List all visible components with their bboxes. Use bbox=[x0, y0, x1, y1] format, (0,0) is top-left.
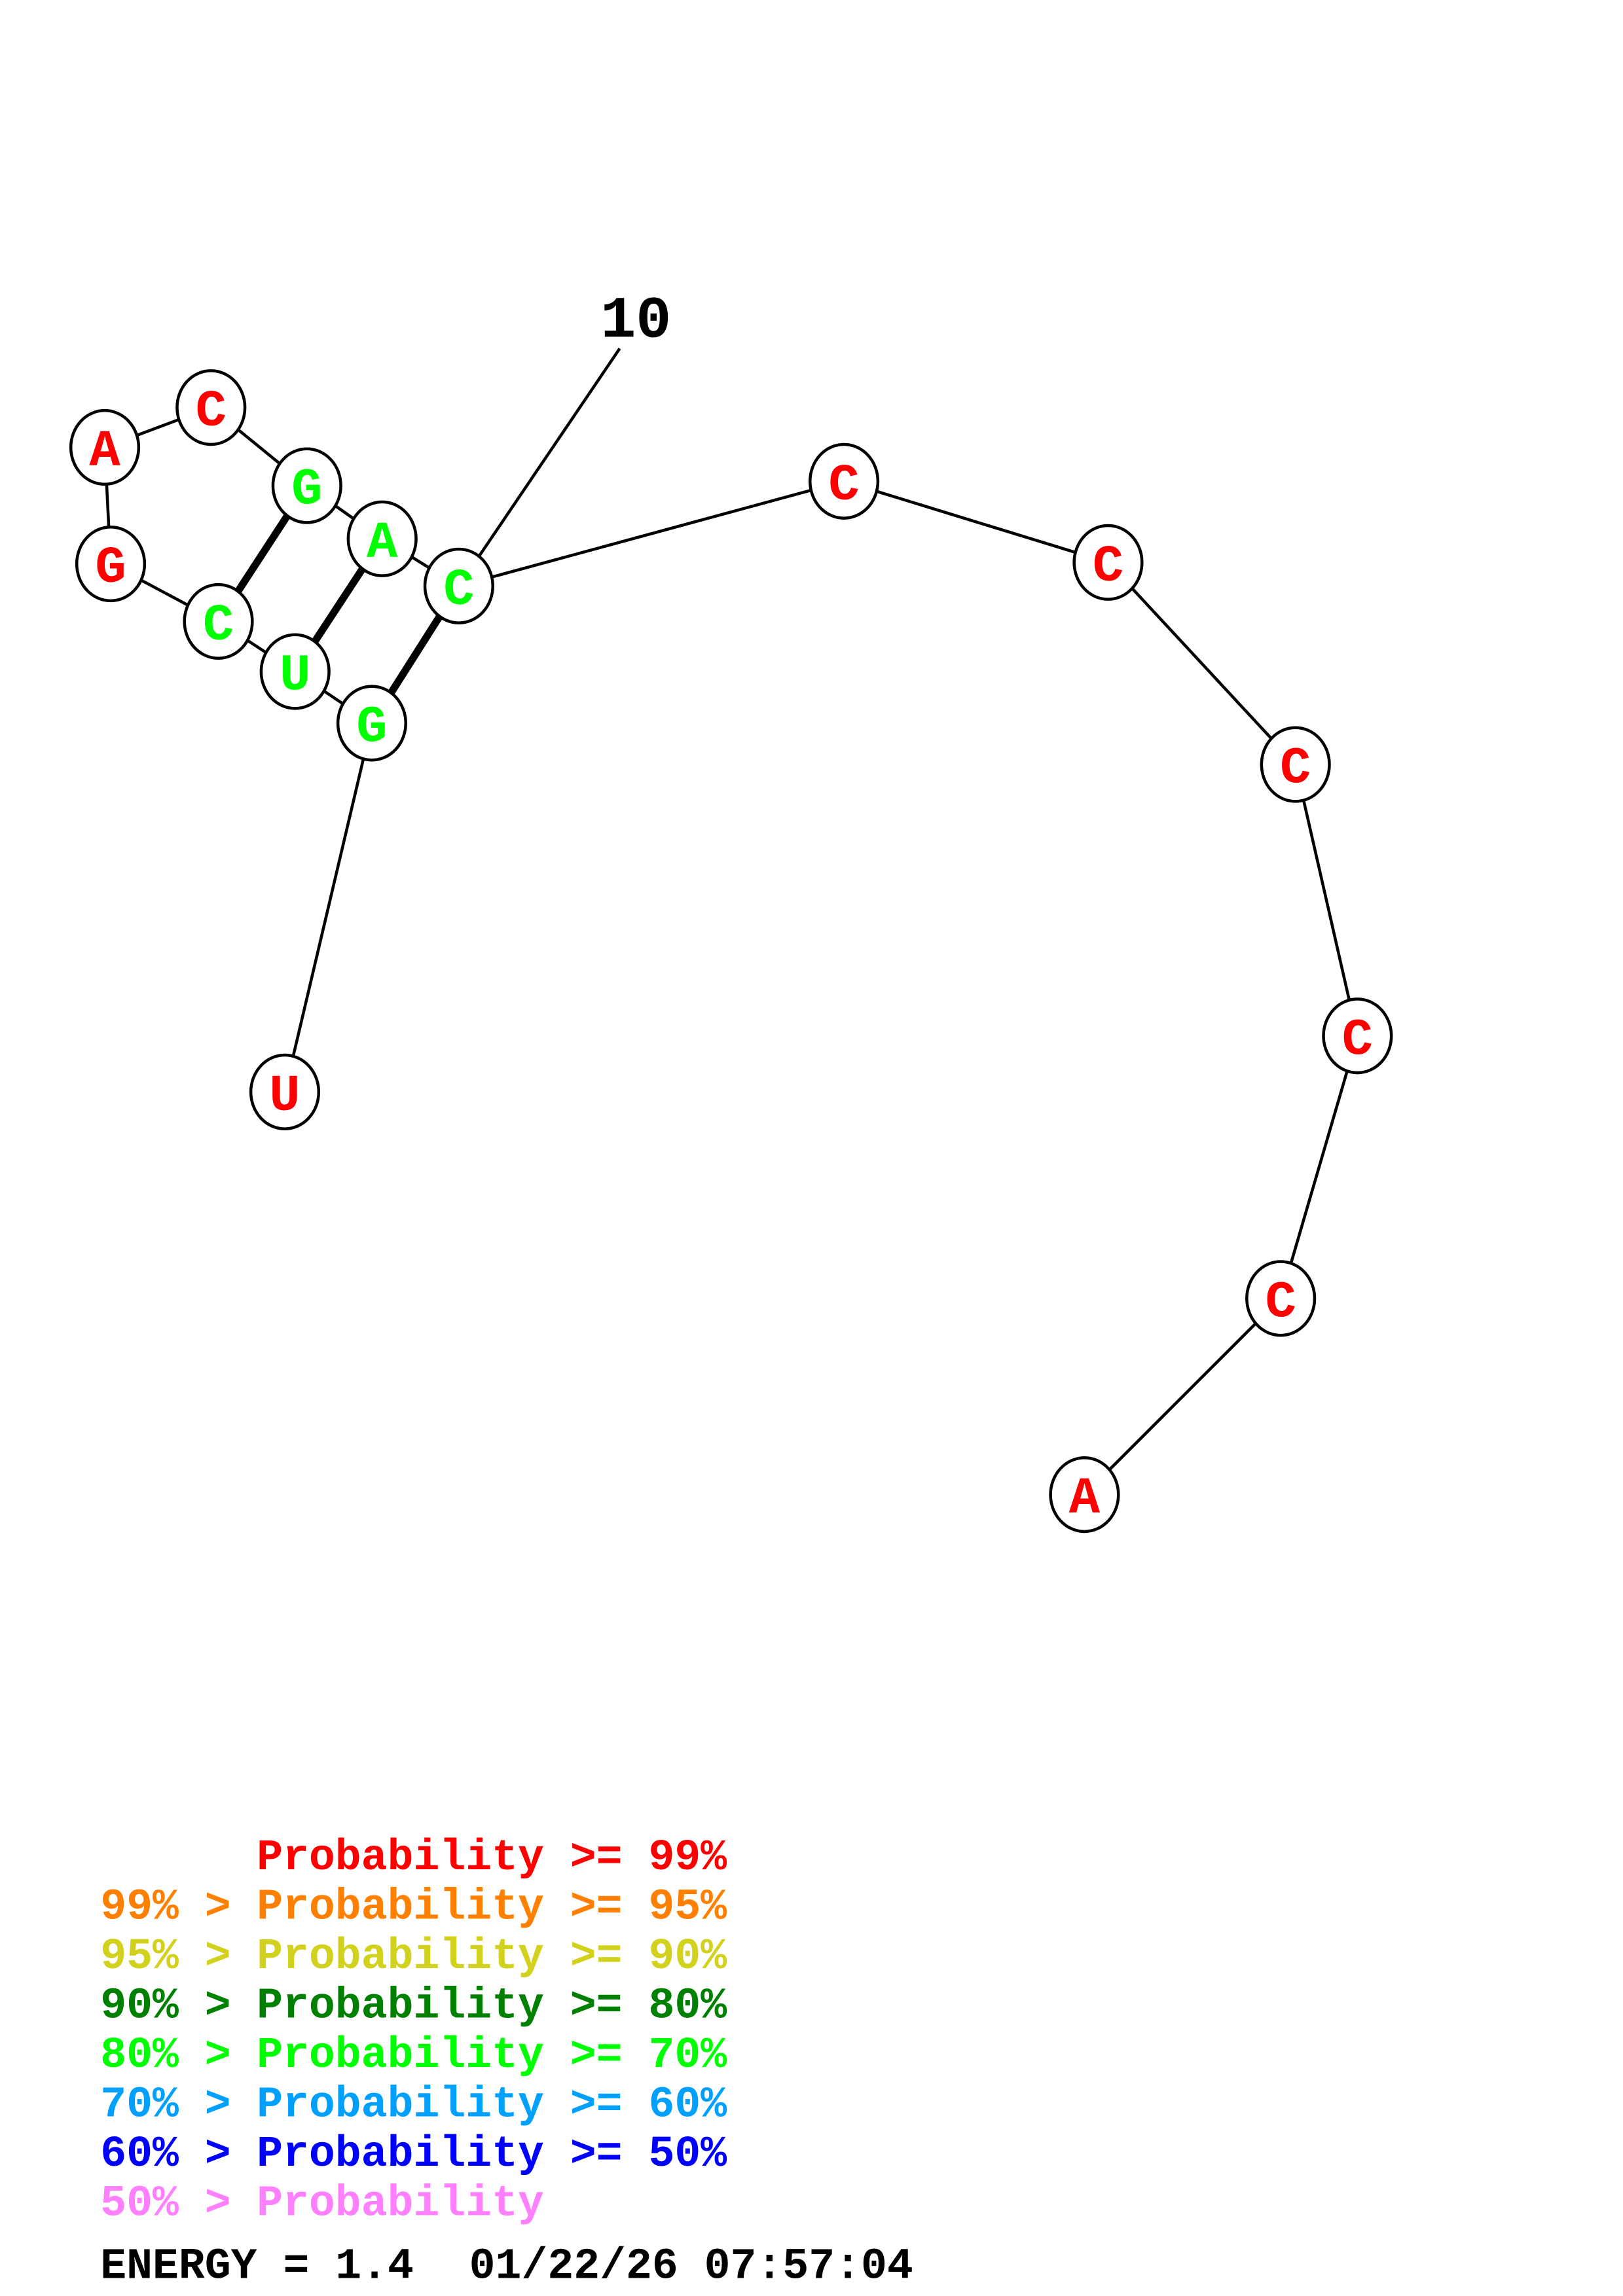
base-node: C bbox=[1322, 997, 1393, 1075]
base-circle bbox=[183, 583, 254, 660]
base-circle bbox=[336, 685, 408, 762]
base-circle bbox=[69, 408, 141, 486]
energy-label: ENERGY = 1.4 bbox=[100, 2242, 414, 2291]
base-letter: A bbox=[367, 513, 398, 572]
legend-entry: Probability >= 80% bbox=[257, 1982, 727, 2031]
base-node: G bbox=[336, 685, 408, 762]
base-letter: U bbox=[280, 646, 310, 705]
legend-prefix: 95% > bbox=[100, 1932, 257, 1981]
base-node: C bbox=[183, 583, 254, 660]
base-letter: A bbox=[89, 422, 120, 481]
legend-entry: Probability >= 60% bbox=[257, 2081, 727, 2130]
legend-prefix: 90% > bbox=[100, 1982, 257, 2031]
legend-entry: Probability >= 50% bbox=[257, 2130, 727, 2179]
base-node: A bbox=[346, 500, 418, 577]
base-letter: C bbox=[828, 456, 859, 514]
base-circle bbox=[346, 500, 418, 577]
base-circle bbox=[1049, 1456, 1120, 1534]
base-circle bbox=[808, 442, 880, 520]
base-node: C bbox=[1260, 726, 1331, 803]
legend-entry: Probability bbox=[257, 2179, 544, 2229]
index-label: 10 bbox=[600, 289, 671, 355]
legend-prefix: 50% > bbox=[100, 2179, 257, 2229]
legend-prefix: 70% > bbox=[100, 2081, 257, 2130]
base-node: U bbox=[259, 633, 331, 710]
backbone-edge bbox=[1279, 1035, 1359, 1299]
legend-entry: Probability >= 90% bbox=[257, 1932, 727, 1981]
legend-prefix: 80% > bbox=[100, 2031, 257, 2080]
legend-entry: Probability >= 99% bbox=[257, 1833, 727, 1882]
base-node: C bbox=[175, 369, 247, 446]
base-pair-edges bbox=[215, 484, 462, 725]
base-circle bbox=[1245, 1260, 1317, 1337]
legend-prefix: 60% > bbox=[100, 2130, 257, 2179]
base-letter: C bbox=[443, 560, 474, 619]
base-circle bbox=[259, 633, 331, 710]
base-node: G bbox=[271, 447, 342, 524]
base-letter: C bbox=[196, 382, 227, 441]
base-letter: G bbox=[95, 539, 126, 598]
index-tick-line bbox=[458, 348, 621, 587]
backbone-edge bbox=[843, 480, 1109, 564]
legend-entry: Probability >= 70% bbox=[257, 2031, 727, 2080]
backbone-edge bbox=[1083, 1297, 1282, 1496]
base-letter: C bbox=[1265, 1273, 1296, 1332]
base-letter: C bbox=[1093, 537, 1123, 596]
base-circle bbox=[175, 369, 247, 446]
timestamp-label: 01/22/26 07:57:04 bbox=[469, 2242, 913, 2291]
probability-legend: Probability >= 99%99% > Probability >= 9… bbox=[100, 1833, 727, 2228]
base-node: A bbox=[69, 408, 141, 486]
base-letter: C bbox=[1280, 739, 1311, 798]
legend-prefix bbox=[100, 1833, 257, 1882]
base-circle bbox=[271, 447, 342, 524]
base-node: C bbox=[423, 547, 494, 624]
base-circle bbox=[75, 525, 147, 603]
base-letter: U bbox=[269, 1066, 300, 1125]
base-letter: C bbox=[1342, 1011, 1373, 1069]
base-node: G bbox=[75, 525, 147, 603]
base-letter: C bbox=[203, 596, 234, 655]
base-letter: G bbox=[356, 698, 387, 757]
base-circle bbox=[1322, 997, 1393, 1075]
backbone-edge bbox=[458, 480, 845, 588]
base-node: A bbox=[1049, 1456, 1120, 1534]
base-node: C bbox=[808, 442, 880, 520]
base-letter: G bbox=[291, 460, 322, 519]
base-node: C bbox=[1072, 524, 1144, 601]
legend-entry: Probability >= 95% bbox=[257, 1883, 727, 1932]
backbone-edge bbox=[283, 723, 374, 1092]
base-node: C bbox=[1245, 1260, 1317, 1337]
base-circle bbox=[423, 547, 494, 624]
base-node: U bbox=[249, 1053, 321, 1130]
backbone-edges bbox=[103, 406, 1359, 1496]
backbone-edge bbox=[1294, 764, 1359, 1037]
base-circle bbox=[1072, 524, 1144, 601]
legend-prefix: 99% > bbox=[100, 1883, 257, 1932]
base-circle bbox=[1260, 726, 1331, 803]
backbone-edge bbox=[1106, 561, 1297, 766]
base-letter: A bbox=[1069, 1469, 1101, 1528]
base-circle bbox=[249, 1053, 321, 1130]
